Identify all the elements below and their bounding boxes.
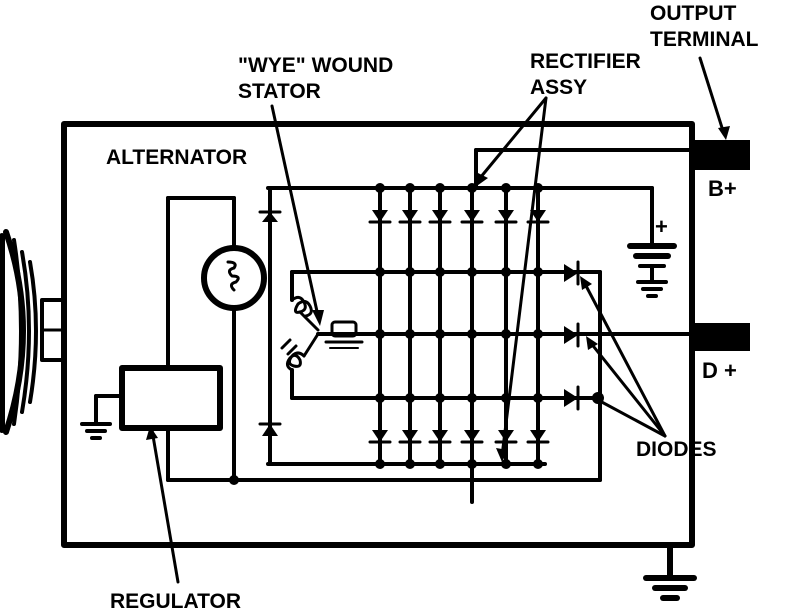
rectifier-columns xyxy=(378,186,540,466)
battery-plus-sign: + xyxy=(655,214,668,239)
left-bus-diodes xyxy=(258,210,282,436)
regulator-label: REGULATOR xyxy=(110,590,241,612)
pulley xyxy=(0,229,66,435)
wye-stator-windings xyxy=(280,295,364,372)
housing-ground-symbol xyxy=(643,542,697,601)
output-terminal-b-plus xyxy=(692,140,750,170)
output-terminal-label-line2: TERMINAL xyxy=(650,28,759,51)
junction-dots xyxy=(229,183,604,485)
wye-stator-label-line2: STATOR xyxy=(238,80,321,103)
diodes-label: DIODES xyxy=(636,438,717,461)
alternator-label: ALTERNATOR xyxy=(106,146,247,169)
battery-symbol xyxy=(627,243,677,298)
wye-stator-label-line1: "WYE" WOUND xyxy=(238,54,393,77)
d-plus-label: D + xyxy=(702,358,737,383)
output-terminal-d-plus xyxy=(692,323,750,351)
lower-rectifier-diodes xyxy=(368,430,550,444)
field-coil xyxy=(201,245,267,311)
regulator-wiring xyxy=(80,196,602,482)
rectifier-label-line2: ASSY xyxy=(530,76,587,99)
rectifier-label-line1: RECTIFIER xyxy=(530,50,641,73)
upper-rectifier-diodes xyxy=(368,210,550,224)
b-plus-label: B+ xyxy=(708,176,737,201)
exciter-diodes xyxy=(564,260,580,411)
pointer-arrows xyxy=(146,56,730,584)
output-terminal-label-line1: OUTPUT xyxy=(650,2,737,25)
regulator-box xyxy=(119,365,223,431)
